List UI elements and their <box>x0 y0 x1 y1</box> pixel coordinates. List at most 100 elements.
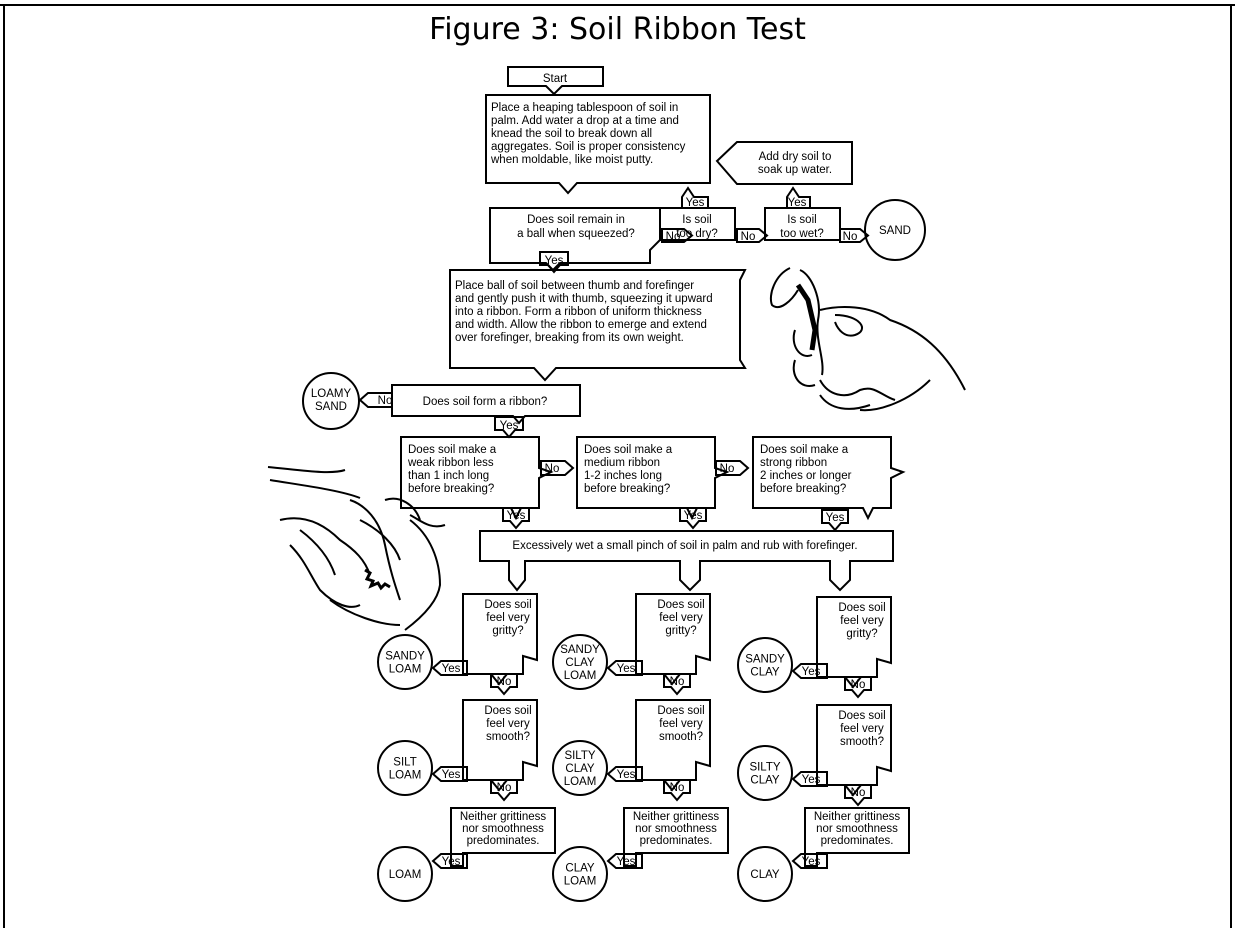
yes-label-7: Yes <box>826 512 845 524</box>
yes-label-6: Yes <box>684 510 703 522</box>
strong-ribbon-box <box>752 436 906 521</box>
yes-neither-label-1: Yes <box>442 856 461 868</box>
no-label-6: No <box>720 463 735 475</box>
yes-label-2: Yes <box>788 197 807 209</box>
gritty-result-2 <box>552 634 608 690</box>
no-smooth-label-3: No <box>851 787 866 799</box>
no-tag-2 <box>736 228 769 243</box>
yes-neither-tag-1 <box>431 853 468 869</box>
no-gritty-tag-3 <box>844 676 872 699</box>
sand-node <box>864 199 926 261</box>
add-dry-box <box>715 141 853 185</box>
no-gritty-label-2: No <box>670 676 685 688</box>
no-label-4: No <box>378 395 393 407</box>
no-tag-1 <box>661 228 694 243</box>
yes-gritty-label-2: Yes <box>617 663 636 675</box>
no-label-2: No <box>741 231 756 243</box>
hand-rub-illustration <box>267 466 446 631</box>
neither-result-1 <box>377 846 433 902</box>
yes-label-4: Yes <box>500 420 519 432</box>
no-label-5: No <box>545 463 560 475</box>
figure-title: Figure 3: Soil Ribbon Test <box>429 12 806 47</box>
wet-instruction-text: Excessively wet a small pinch of soil in… <box>512 540 857 552</box>
no-gritty-label-3: No <box>851 679 866 691</box>
start-label: Start <box>543 73 568 85</box>
yes-label-1: Yes <box>686 197 705 209</box>
neither-result-2 <box>552 846 608 902</box>
yes-label-5: Yes <box>507 510 526 522</box>
yes-tag-4 <box>494 416 524 439</box>
neither-result-label-3: CLAY <box>750 869 780 881</box>
ribbon-instruction-text: Place ball of soil between thumb and for… <box>455 280 713 344</box>
yes-neither-tag-2 <box>606 853 643 869</box>
yes-neither-label-3: Yes <box>802 856 821 868</box>
yes-tag-1 <box>681 186 709 209</box>
yes-gritty-tag-2 <box>606 660 643 676</box>
yes-smooth-label-2: Yes <box>617 769 636 781</box>
neither-result-label-1: LOAM <box>389 869 422 881</box>
yes-gritty-tag-1 <box>431 660 468 676</box>
no-label-1: No <box>666 231 681 243</box>
yes-tag-2 <box>786 186 811 209</box>
too-dry-box <box>659 207 736 241</box>
no-smooth-label-1: No <box>497 782 512 794</box>
hand-ribbon-illustration <box>770 267 966 412</box>
no-smooth-tag-1 <box>490 779 518 802</box>
yes-smooth-tag-1 <box>431 766 468 782</box>
no-smooth-label-2: No <box>670 782 685 794</box>
yes-smooth-label-1: Yes <box>442 769 461 781</box>
medium-ribbon-box <box>576 436 730 521</box>
no-label-3: No <box>843 231 858 243</box>
yes-label-3: Yes <box>545 255 564 267</box>
yes-smooth-label-3: Yes <box>802 774 821 786</box>
loamy-sand-node <box>302 372 360 430</box>
yes-neither-tag-3 <box>791 853 828 869</box>
yes-smooth-tag-2 <box>606 766 643 782</box>
start-node <box>507 66 604 96</box>
smooth-result-1 <box>377 740 433 796</box>
sand-label: SAND <box>879 225 911 237</box>
smooth-result-3 <box>737 745 793 801</box>
yes-gritty-label-3: Yes <box>802 666 821 678</box>
neither-result-3 <box>737 846 793 902</box>
no-tag-5 <box>540 460 575 476</box>
yes-neither-label-2: Yes <box>617 856 636 868</box>
no-smooth-tag-3 <box>844 784 872 807</box>
wet-instruction-box <box>479 530 894 592</box>
yes-smooth-tag-3 <box>791 771 828 787</box>
ribbon-question-text: Does soil form a ribbon? <box>423 396 548 408</box>
yes-tag-6 <box>679 507 707 530</box>
place-soil-box <box>485 94 711 195</box>
yes-gritty-label-1: Yes <box>442 663 461 675</box>
yes-tag-5 <box>502 507 530 530</box>
no-gritty-tag-2 <box>663 673 691 696</box>
no-smooth-tag-2 <box>663 779 691 802</box>
yes-tag-7 <box>821 509 849 532</box>
no-gritty-label-1: No <box>497 676 512 688</box>
no-gritty-tag-1 <box>490 673 518 696</box>
no-tag-3 <box>839 228 870 243</box>
ribbon-instruction-box <box>449 269 747 382</box>
weak-ribbon-box <box>400 436 554 521</box>
smooth-result-2 <box>552 740 608 796</box>
no-tag-6 <box>715 460 750 476</box>
